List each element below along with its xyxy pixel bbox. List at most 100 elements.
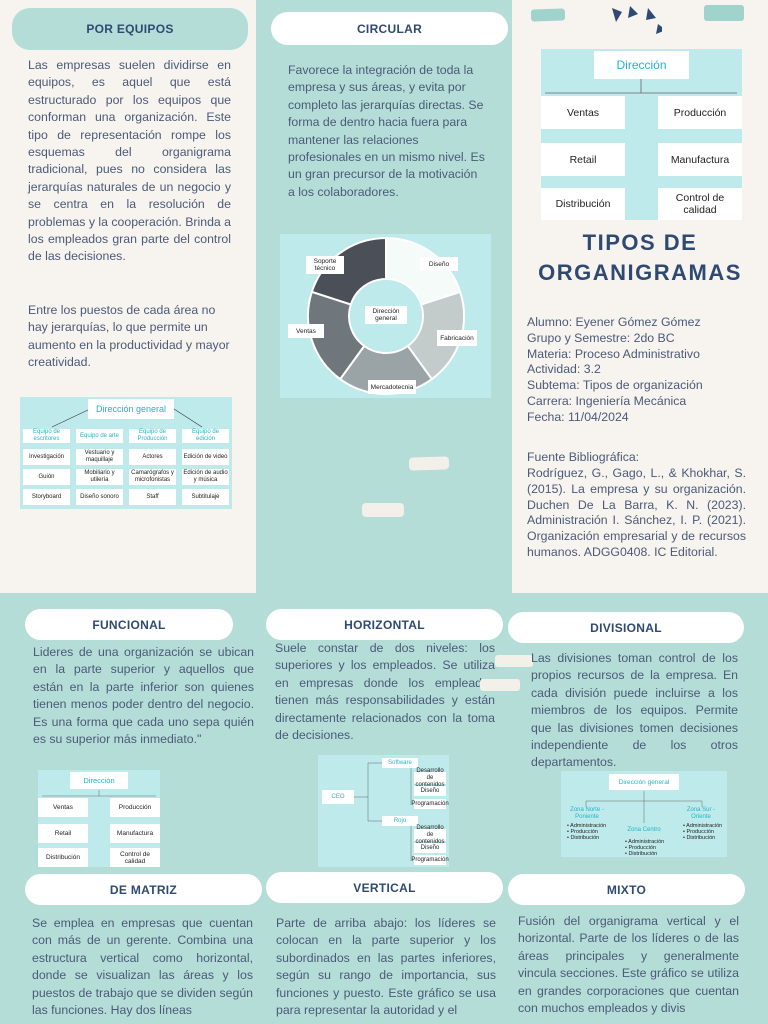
horizontal-branch-1: Software: [382, 758, 418, 768]
divisional-item: • Producción: [683, 829, 714, 835]
equipos-item: Mobiliario y utilería: [76, 469, 123, 485]
cover-right-2: Manufactura: [658, 143, 742, 176]
divisional-zone-1: Zona Norte - Poniente: [570, 807, 604, 820]
equipos-root: Dirección general: [88, 399, 174, 419]
hearts-icon: [612, 6, 662, 34]
horizontal-connectors: [354, 762, 412, 861]
donut-label: Mercadotecnia: [368, 380, 416, 394]
horizontal-b2-item-1: Desarrollo de contenidos: [414, 824, 446, 845]
equipos-item: Investigación: [23, 449, 70, 465]
funcional-connectors: [42, 790, 156, 797]
equipos-body-2: Entre los puestos de cada área no hay je…: [28, 303, 230, 370]
funcional-right-1: Producción: [110, 798, 160, 817]
heading-funcional: FUNCIONAL: [25, 609, 233, 640]
cover-right-1: Producción: [658, 96, 742, 129]
horizontal-b1-item-1: Desarrollo de contenidos: [414, 767, 446, 788]
horizontal-b2-item-2: Diseño: [414, 843, 446, 853]
funcional-root: Dirección: [70, 772, 128, 789]
heading-equipos: POR EQUIPOS: [12, 8, 248, 50]
circular-body: Favorece la integración de toda la empre…: [288, 63, 485, 199]
divisional-connectors: [585, 791, 703, 823]
title-line-2: ORGANIGRAMAS: [538, 260, 742, 285]
ref-heading: Fuente Bibliográfica:: [527, 450, 640, 464]
equipos-column-head: Equipo de Producción: [129, 429, 176, 443]
title-line-1: TIPOS DE: [582, 230, 698, 255]
heading-matriz: DE MATRIZ: [25, 874, 262, 905]
divisional-item: • Administración: [683, 823, 723, 829]
horizontal-branch-2: Rojo: [382, 816, 418, 826]
funcional-right-3: Control de calidad: [110, 848, 160, 867]
equipos-item: Subtitulaje: [182, 489, 229, 505]
funcional-left-3: Distribución: [38, 848, 88, 867]
equipos-column-head: Equipo de edición: [182, 429, 229, 443]
equipos-item: Vestuario y maquillaje: [76, 449, 123, 465]
deco-pill: [480, 679, 520, 691]
page-title: TIPOS DE ORGANIGRAMAS: [520, 228, 760, 288]
deco-pill: [704, 5, 744, 21]
horizontal-b1-item-3: Programación: [411, 799, 449, 809]
equipos-item: Staff: [129, 489, 176, 505]
cover-left-1: Ventas: [541, 96, 625, 129]
divisional-item: • Distribución: [625, 851, 658, 857]
horizontal-chart: CEO Software Desarrollo de contenidos Di…: [318, 755, 449, 867]
donut-label: Soporte técnico: [306, 256, 344, 274]
info-line: Fecha: 11/04/2024: [527, 409, 629, 424]
heading-vertical: VERTICAL: [266, 872, 503, 903]
info-line: Actividad: 3.2: [527, 362, 601, 377]
divisional-root: Dirección general: [609, 774, 679, 790]
circular-donut: [307, 236, 465, 395]
horizontal-b2-item-3: Programación: [411, 855, 449, 865]
equipos-item: Storyboard: [23, 489, 70, 505]
equipos-column-head: Equipo de arte: [76, 429, 123, 443]
deco-pill: [408, 456, 450, 471]
horizontal-body: Suele constar de dos niveles: los superi…: [275, 641, 495, 743]
divisional-item: • Distribución: [567, 835, 600, 841]
cover-connectors: [545, 77, 737, 94]
equipos-item: Camarógrafos y microfonistas: [129, 469, 176, 485]
matriz-body: Se emplea en empresas que cuentan con má…: [32, 916, 253, 1018]
funcional-chart: Dirección Ventas Retail Distribución Pro…: [38, 770, 160, 867]
info-line: Carrera: Ingeniería Mecánica: [527, 393, 687, 408]
equipos-connectors: [51, 408, 203, 428]
cover-right-3: Control de calidad: [658, 188, 742, 220]
heading-divisional: DIVISIONAL: [508, 612, 744, 643]
references: Rodríguez, G., Gago, L., & Khokhar, S. (…: [527, 466, 746, 559]
info-line: Alumno: Eyener Gómez Gómez: [527, 315, 701, 329]
cover-chart: Dirección Ventas Retail Distribución Pro…: [541, 49, 742, 220]
cover-left-3: Distribución: [541, 188, 625, 220]
donut-label: Fabricación: [437, 330, 477, 346]
heading-horizontal: HORIZONTAL: [266, 609, 503, 640]
info-line: Materia: Proceso Administrativo: [527, 346, 700, 361]
vertical-body: Parte de arriba abajo: los líderes se co…: [276, 916, 496, 1018]
horizontal-root: CEO: [322, 790, 354, 804]
funcional-body: Lideres de una organización se ubican en…: [33, 645, 254, 747]
mixto-body: Fusión del organigrama vertical y el hor…: [518, 914, 739, 1016]
funcional-right-2: Manufactura: [110, 824, 160, 843]
donut-segment: [307, 290, 366, 381]
info-line: Subtema: Tipos de organización: [527, 378, 703, 393]
divisional-item: • Administración: [567, 823, 607, 829]
equipos-item: Actores: [129, 449, 176, 465]
divisional-item: • Administración: [625, 839, 665, 845]
divisional-item: • Distribución: [683, 835, 716, 841]
heading-circular: CIRCULAR: [271, 12, 508, 45]
equipos-column-head: Equipo de escritores: [23, 429, 70, 443]
divisional-chart: Dirección general Zona Norte - Poniente …: [561, 771, 727, 857]
horizontal-b1-item-2: Diseño: [414, 786, 446, 796]
heading-mixto: MIXTO: [508, 874, 745, 905]
deco-pill: [495, 655, 533, 667]
donut-label: Diseño: [420, 257, 458, 271]
divisional-item: • Producción: [567, 829, 598, 835]
equipos-item: Edición de audio y música: [182, 469, 229, 485]
cover-left-2: Retail: [541, 143, 625, 176]
divisional-body: Las divisiones toman control de los prop…: [531, 651, 738, 770]
donut-center-label: Dirección general: [365, 306, 407, 324]
divisional-item: • Producción: [625, 845, 656, 851]
equipos-item: Diseño sonoro: [76, 489, 123, 505]
donut-label: Ventas: [288, 324, 324, 338]
cover-root: Dirección: [594, 51, 689, 79]
deco-pill: [530, 8, 566, 22]
